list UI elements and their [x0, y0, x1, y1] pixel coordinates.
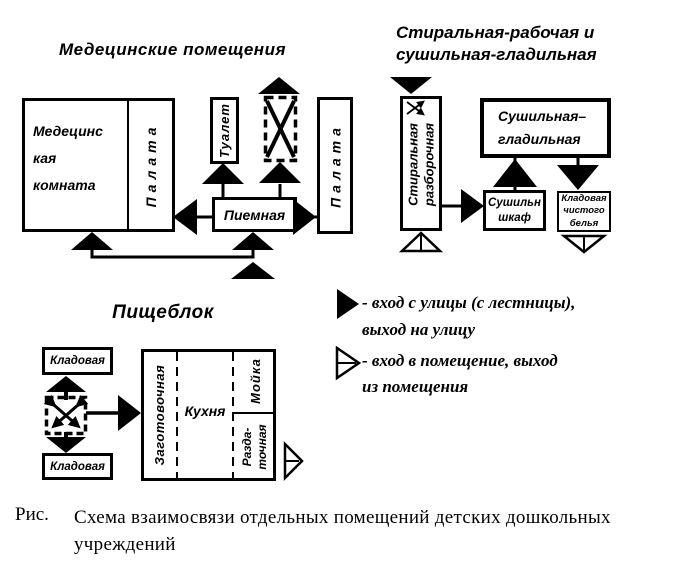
kitchen-block-box [141, 349, 276, 481]
arrow-to-stairs [259, 162, 301, 183]
food-section-title: Пищеблок [112, 302, 214, 323]
room-exit-arrow-clean-linen [560, 234, 608, 254]
legend-symbols [335, 289, 362, 381]
pantry-top-box: Кладовая [42, 347, 113, 375]
legend-outlined-arrow-icon [335, 345, 362, 381]
med-room-label: Медецинс кая комната [33, 123, 103, 193]
room-exit-arrow-serving [283, 440, 304, 482]
staircase-symbol-food [43, 394, 89, 436]
arrow-up-reception-bottom [232, 232, 274, 250]
serving-label: Разда- точная [240, 424, 269, 470]
arrow-to-pantry-bottom [46, 437, 86, 453]
laundry-section-title: Стиральная-рабочая и сушильная-гладильна… [396, 23, 597, 64]
pantry-bottom-box: Кладовая [42, 453, 113, 480]
washing-sorting-box [400, 96, 442, 231]
arrow-to-clean-linen [557, 165, 599, 190]
caption-prefix: Рис. [15, 504, 49, 525]
legend-item-street: - вход с улицы (с лестницы), выход на ул… [362, 293, 576, 339]
kitchen-label: Кухня [184, 403, 226, 419]
staircase-symbol-medical [263, 95, 298, 163]
arrow-to-drying-cabinet [461, 189, 484, 223]
toilet-label: Туалет [217, 103, 232, 158]
street-entry-arrow-medical [231, 262, 275, 279]
arrow-to-drying-ironing [493, 159, 537, 187]
drying-ironing-box: Сушильная– гладильная [480, 98, 611, 158]
med-room-box [22, 98, 175, 232]
ward-right-box [317, 97, 353, 234]
ward-right-label: Палата [327, 123, 343, 208]
street-exit-arrow-stairs [258, 77, 300, 94]
prep-room-label: Заготовочная [151, 364, 167, 466]
clean-linen-box: Кладовая чистого белья [557, 191, 611, 232]
toilet-box [210, 97, 239, 164]
room-exit-arrow-washing [398, 231, 444, 253]
caption-text: Схема взаимосвязи отдельных помещений де… [74, 507, 611, 555]
washing-sorting-label: Стиральная разборочная [405, 122, 436, 207]
legend-item-room: - вход в помещение, выход из помещения [362, 351, 558, 396]
reception-box: Пиемная [212, 197, 297, 232]
arrow-to-toilet [202, 163, 244, 184]
dishwashing-label: Мойка [247, 358, 263, 404]
legend-filled-arrow-icon [337, 289, 359, 319]
arrow-up-medroom-bottom [71, 232, 113, 250]
arrow-to-pantry-top [46, 376, 86, 392]
arrow-to-medroom [173, 199, 197, 235]
street-entry-arrow-laundry [390, 77, 432, 94]
med-room-divider [127, 101, 129, 229]
drying-cabinet-box: Сушильн шкаф [483, 190, 546, 231]
ward-left-label: Палата [143, 122, 159, 208]
arrow-to-kitchen-block [118, 395, 141, 431]
medical-section-title: Медецинские помещения [59, 40, 286, 59]
